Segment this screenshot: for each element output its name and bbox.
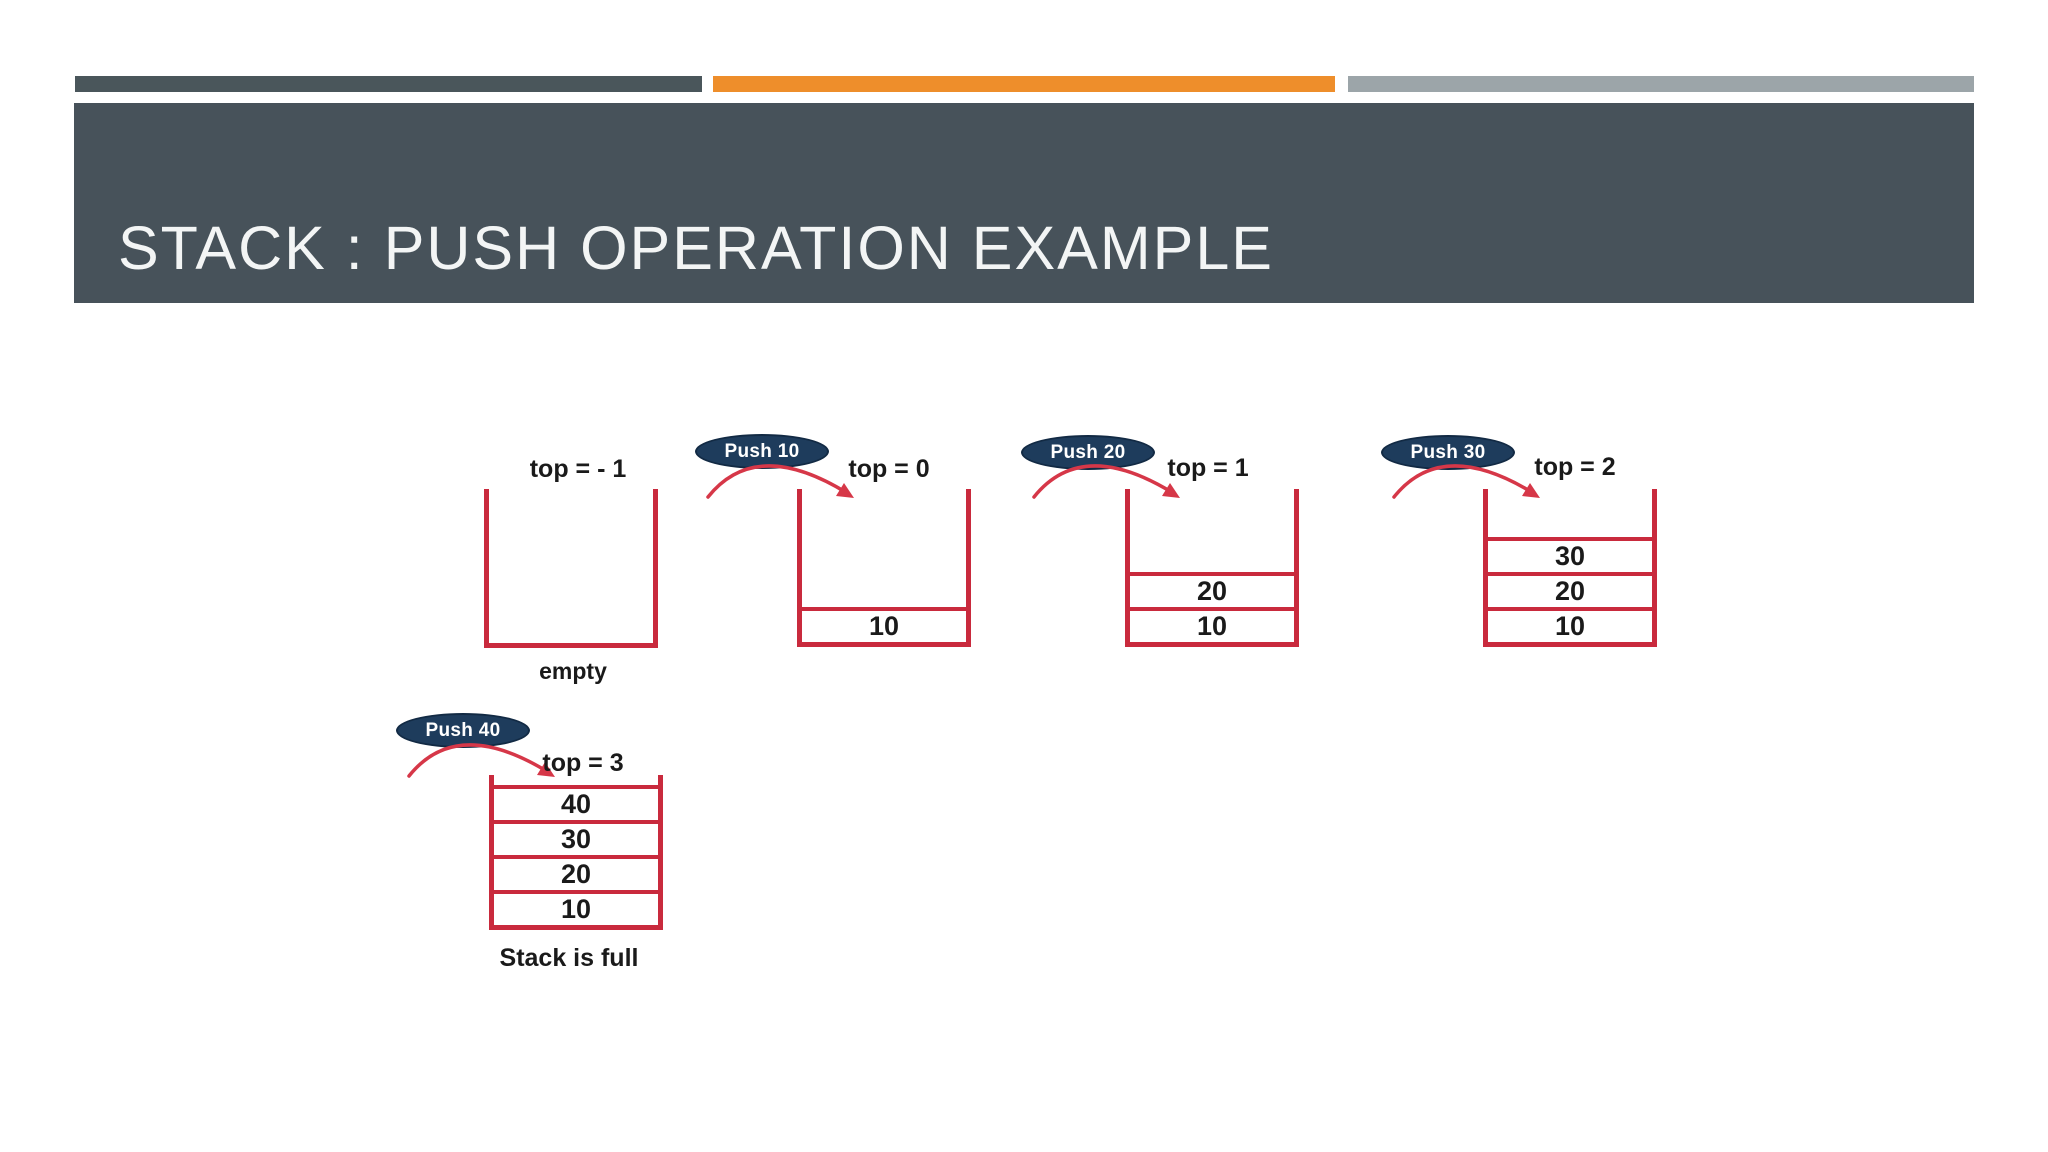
stack-container: 20 10	[1125, 489, 1299, 647]
push-arrow-icon	[1032, 464, 1180, 499]
stack-cell: 20	[494, 855, 658, 890]
stack-cell: 20	[1488, 572, 1652, 607]
stack-caption: Stack is full	[499, 944, 639, 972]
stack-caption: empty	[539, 658, 607, 684]
slide-title: STACK : PUSH OPERATION EXAMPLE	[118, 214, 1274, 282]
stack-cell: 40	[494, 785, 658, 820]
stack-container: 40 30 20 10	[489, 775, 663, 930]
stack-container: 10	[797, 489, 971, 647]
stack-cell: 20	[1130, 572, 1294, 607]
push-badge: Push 40	[396, 713, 530, 748]
push-badge: Push 20	[1021, 435, 1155, 470]
stack-container: 30 20 10	[1483, 489, 1657, 647]
stack-cell: 10	[494, 890, 658, 925]
top-index-label: top = 1	[1167, 454, 1249, 482]
top-index-label: top = 0	[848, 455, 930, 483]
top-index-label: top = 3	[542, 749, 624, 777]
top-index-label: top = 2	[1534, 453, 1616, 481]
push-arrow-icon	[1392, 464, 1540, 499]
title-banner: STACK : PUSH OPERATION EXAMPLE	[74, 103, 1974, 303]
accent-bar-gray	[1348, 76, 1974, 92]
stack-cell: 30	[494, 820, 658, 855]
stack-container	[484, 489, 658, 648]
push-arrow-icon	[407, 743, 555, 778]
push-badge: Push 30	[1381, 435, 1515, 470]
stack-cell: 30	[1488, 537, 1652, 572]
stack-cell: 10	[802, 607, 966, 642]
push-arrow-icon	[706, 464, 854, 499]
accent-bar-orange	[713, 76, 1335, 92]
stack-cell: 10	[1488, 607, 1652, 642]
push-badge: Push 10	[695, 434, 829, 469]
top-index-label: top = - 1	[529, 455, 627, 483]
stack-cell: 10	[1130, 607, 1294, 642]
accent-bar-dark	[75, 76, 702, 92]
